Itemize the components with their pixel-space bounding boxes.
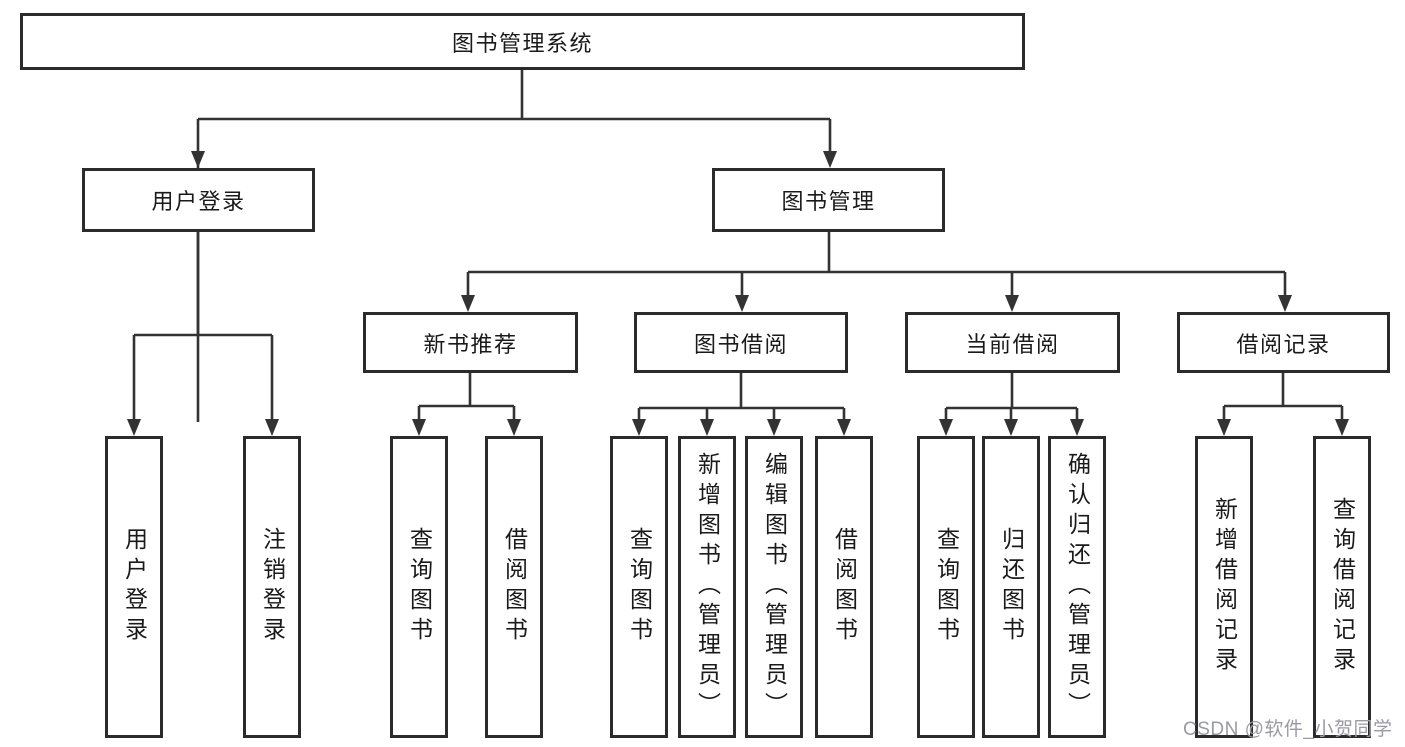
node-leaf-logout: 注销登录	[243, 436, 301, 738]
connector-book-borrow-branch	[632, 373, 851, 436]
arrowhead	[700, 419, 714, 436]
node-label: 当前借阅	[965, 331, 1060, 357]
connector-book-mgmt-branch	[461, 232, 1292, 312]
node-leaf-query-borrow-record: 查询借阅记录	[1313, 436, 1371, 738]
arrowhead	[127, 419, 141, 436]
node-leaf-borrow-books-borrowing: 借阅图书	[815, 436, 873, 738]
connector-root-branch	[191, 70, 837, 422]
node-leaf-query-books-recommend: 查询图书	[390, 436, 448, 738]
connector-new-book-branch	[412, 373, 521, 436]
connector-path	[466, 232, 1287, 297]
connector-path	[132, 232, 274, 420]
node-label: 新增借阅记录	[1211, 497, 1238, 677]
node-leaf-confirm-return-admin: 确认归还（管理员）	[1048, 436, 1106, 738]
node-label: 编辑图书（管理员）	[761, 452, 788, 722]
node-label: 归还图书	[998, 527, 1025, 647]
csdn-watermark: CSDN @软件_小贺同学	[1183, 719, 1393, 740]
node-label: 用户登录	[151, 189, 246, 214]
node-label: 借阅图书	[831, 527, 858, 647]
node-book-borrowing: 图书借阅	[634, 312, 848, 373]
node-label: 新增图书（管理员）	[694, 452, 721, 722]
node-user-login-module: 用户登录	[82, 168, 315, 232]
node-label: 图书管理	[781, 189, 876, 214]
arrowhead	[412, 419, 426, 436]
connector-borrow-record-branch	[1217, 373, 1349, 436]
arrowhead	[767, 419, 781, 436]
arrowhead	[461, 295, 475, 312]
arrowhead	[1005, 295, 1019, 312]
node-leaf-add-book-admin: 新增图书（管理员）	[678, 436, 736, 738]
arrowhead	[1278, 295, 1292, 312]
node-label: 图书管理系统	[451, 30, 593, 56]
arrowhead	[632, 419, 646, 436]
node-leaf-query-books-borrowing: 查询图书	[610, 436, 668, 738]
node-label: 用户登录	[121, 527, 148, 647]
connector-path	[944, 373, 1079, 420]
arrowhead	[735, 295, 749, 312]
node-label: 查询借阅记录	[1329, 497, 1356, 677]
connector-path	[417, 373, 516, 420]
node-leaf-return-books: 归还图书	[982, 436, 1040, 738]
node-leaf-user-login: 用户登录	[105, 436, 163, 738]
node-new-book-recommend: 新书推荐	[363, 312, 578, 373]
node-label: 查询图书	[406, 527, 433, 647]
arrowhead	[1004, 419, 1018, 436]
arrowhead	[837, 419, 851, 436]
arrowhead	[939, 419, 953, 436]
node-label: 查询图书	[933, 527, 960, 647]
node-label: 借阅图书	[501, 527, 528, 647]
node-leaf-borrow-books-recommend: 借阅图书	[485, 436, 543, 738]
arrowhead	[191, 151, 205, 168]
arrowhead	[1070, 419, 1084, 436]
node-label: 新书推荐	[423, 331, 518, 357]
node-label: 查询图书	[626, 527, 653, 647]
connector-user-login-branch	[127, 232, 279, 436]
node-label: 借阅记录	[1236, 331, 1331, 357]
node-borrowing-records: 借阅记录	[1177, 312, 1390, 373]
node-library-system: 图书管理系统	[20, 13, 1025, 70]
arrowhead	[1217, 419, 1231, 436]
node-leaf-edit-book-admin: 编辑图书（管理员）	[745, 436, 803, 738]
connector-path	[1222, 373, 1344, 420]
node-leaf-add-borrow-record: 新增借阅记录	[1195, 436, 1253, 738]
arrowhead	[507, 419, 521, 436]
arrowhead	[1335, 419, 1349, 436]
arrowhead	[265, 419, 279, 436]
node-label: 图书借阅	[693, 331, 788, 357]
arrowhead	[823, 151, 837, 168]
node-label: 确认归还（管理员）	[1064, 452, 1091, 722]
node-leaf-query-books-current: 查询图书	[917, 436, 975, 738]
node-book-management-module: 图书管理	[712, 168, 945, 232]
node-current-borrowing: 当前借阅	[905, 312, 1120, 373]
connector-path	[196, 70, 832, 422]
node-label: 注销登录	[259, 527, 286, 647]
connector-path	[637, 373, 846, 420]
connector-current-borrow-branch	[939, 373, 1084, 436]
